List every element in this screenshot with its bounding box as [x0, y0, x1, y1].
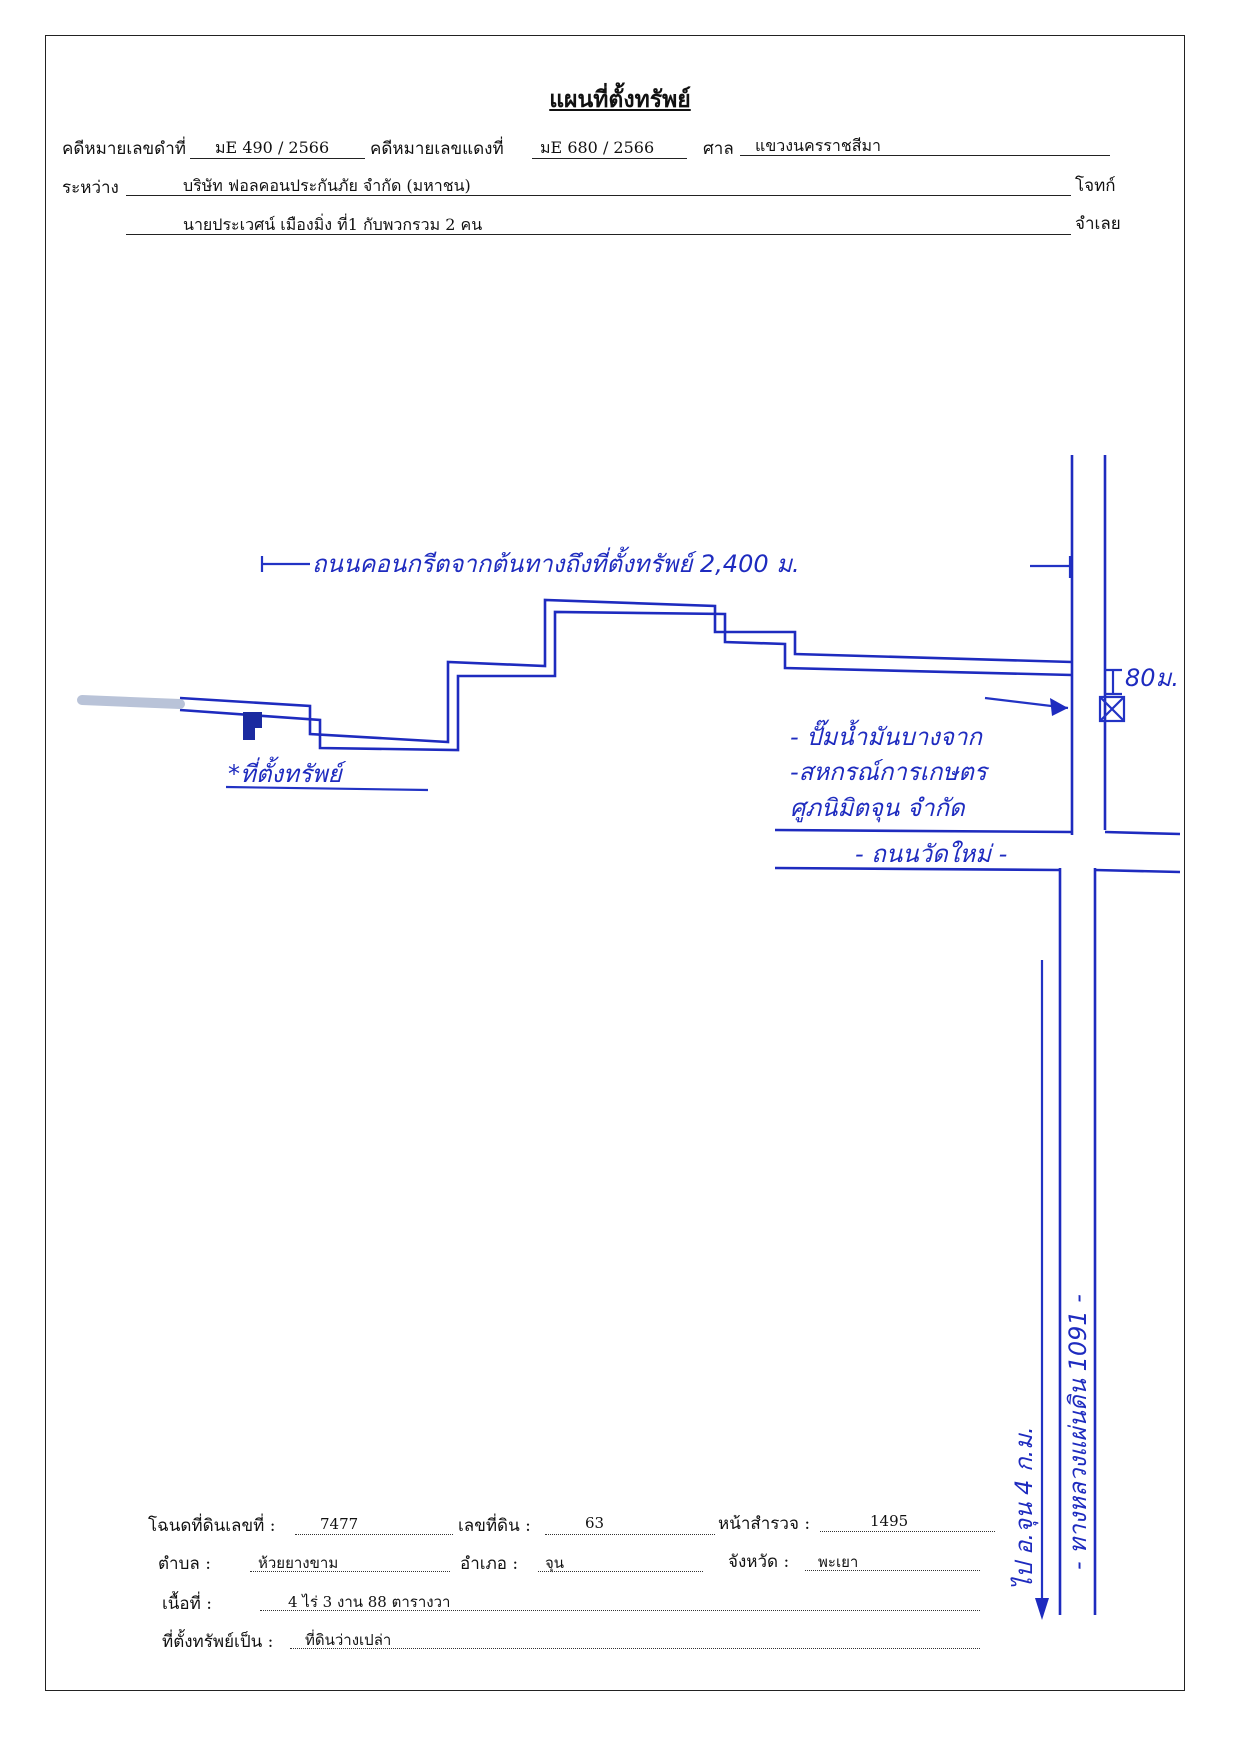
survey-page-dotline: [820, 1531, 995, 1532]
survey-page-number: 1495: [870, 1512, 909, 1530]
land-number-dotline: [545, 1534, 715, 1535]
property-marker-icon: [243, 712, 262, 740]
cross-road-south-edge-west: [774, 866, 1061, 872]
district-name: จุน: [545, 1554, 565, 1572]
distance-80m-label: 80ม.: [1125, 664, 1179, 692]
page-title: แผนที่ตั้งทรัพย์: [549, 86, 691, 113]
black-case-label: คดีหมายเลขดำที่: [62, 139, 186, 159]
deed-label: โฉนดที่ดินเลขที่ :: [148, 1516, 276, 1536]
property-type-value: ที่ดินว่างเปล่า: [305, 1631, 392, 1649]
land-number: 63: [585, 1514, 605, 1532]
red-case-number: มE 680 / 2566: [540, 138, 655, 157]
court-label: ศาล: [703, 139, 734, 159]
defendant-underline: [126, 234, 1071, 235]
black-case-number: มE 490 / 2566: [215, 138, 330, 157]
black-case-underline: [190, 158, 365, 159]
landmark-line-2: -สหกรณ์การเกษตร: [790, 758, 990, 786]
province-name: พะเยา: [818, 1553, 859, 1571]
area-dotline: [260, 1610, 980, 1611]
landmark-arrow: [984, 696, 1069, 716]
property-label-underline: [225, 785, 429, 792]
court-underline: [740, 155, 1110, 156]
distance-80m-marker: [1105, 668, 1122, 696]
area-label: เนื้อที่ :: [162, 1594, 212, 1614]
cross-road-north-edge-east: [1104, 830, 1181, 836]
subdistrict-name: ห้วยยางขาม: [258, 1554, 339, 1572]
defendant-role: จำเลย: [1075, 214, 1121, 234]
cross-road-south-edge-east: [1094, 868, 1181, 874]
province-label: จังหวัด :: [728, 1552, 790, 1572]
landmark-line-1: - ปั๊มน้ำมันบางจาก: [790, 719, 983, 751]
between-label: ระหว่าง: [62, 178, 119, 198]
district-dotline: [538, 1571, 703, 1572]
cross-road-label: - ถนนวัดใหม่ -: [855, 840, 1007, 868]
plaintiff-role: โจทก์: [1075, 176, 1116, 196]
gas-station-box-icon: [1098, 695, 1126, 723]
deed-number: 7477: [320, 1515, 359, 1533]
direction-label: ไป อ.จุน 4 ก.ม.: [1010, 1426, 1039, 1590]
court-name: แขวงนครราชสีมา: [755, 136, 882, 155]
red-case-label: คดีหมายเลขแดงที่: [370, 139, 504, 159]
subdistrict-dotline: [250, 1571, 450, 1572]
concrete-road-south-edge: [179, 610, 1073, 752]
province-dotline: [805, 1570, 980, 1571]
deed-dotline: [295, 1534, 453, 1535]
district-label: อำเภอ :: [460, 1554, 519, 1574]
land-number-label: เลขที่ดิน :: [458, 1516, 531, 1536]
property-type-label: ที่ตั้งทรัพย์เป็น :: [162, 1632, 274, 1652]
property-type-dotline: [290, 1648, 980, 1649]
top-road-note: ถนนคอนกรีตจากต้นทางถึงที่ตั้งทรัพย์ 2,40…: [312, 546, 800, 578]
page-frame: [45, 35, 1185, 1691]
direction-arrow-down: [1035, 960, 1049, 1620]
highway-label: - ทางหลวงแผ่นดิน 1091 -: [1064, 1294, 1092, 1570]
survey-page-label: หน้าสำรวจ :: [718, 1514, 811, 1534]
plaintiff-underline: [126, 195, 1071, 196]
property-label: *ที่ตั้งทรัพย์: [228, 756, 347, 788]
road-fade-start: [77, 695, 185, 709]
cross-road-north-edge-west: [774, 828, 1073, 834]
red-case-underline: [532, 158, 687, 159]
concrete-road-north-edge: [179, 598, 1073, 744]
subdistrict-label: ตำบล :: [158, 1554, 211, 1574]
distance-dimension-line: [260, 556, 1072, 578]
defendant-name: นายประเวศน์ เมืองมิ่ง ที่1 กับพวกรวม 2 ค…: [183, 215, 483, 234]
landmark-line-3: ศูภนิมิตจุน จำกัด: [790, 794, 966, 823]
plaintiff-name: บริษัท ฟอลคอนประกันภัย จำกัด (มหาชน): [183, 176, 471, 195]
area-value: 4 ไร่ 3 งาน 88 ตารางวา: [288, 1593, 451, 1611]
